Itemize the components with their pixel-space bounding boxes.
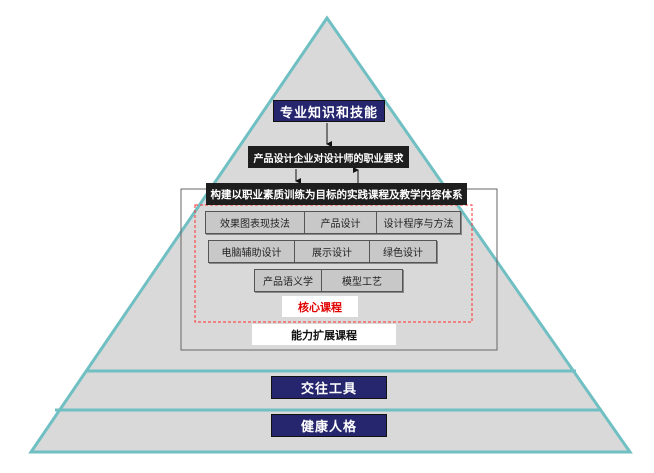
core-row: 电脑辅助设计 展示设计 绿色设计 <box>208 240 437 263</box>
course-cell: 电脑辅助设计 <box>209 241 295 262</box>
core-row: 效果图表现技法 产品设计 设计程序与方法 <box>205 211 461 234</box>
system-box: 构建以职业素质训练为目标的实践课程及教学内容体系 <box>206 183 467 205</box>
course-cell: 效果图表现技法 <box>206 212 305 233</box>
core-course-frame <box>194 204 473 323</box>
course-cell: 展示设计 <box>295 241 370 262</box>
core-row: 产品语义学 模型工艺 <box>254 269 403 292</box>
communication-layer-box: 交往工具 <box>271 376 387 399</box>
personality-layer-box: 健康人格 <box>271 414 387 437</box>
core-course-label: 核心课程 <box>282 296 358 317</box>
extension-course-label: 能力扩展课程 <box>252 324 396 345</box>
requirement-box: 产品设计企业对设计师的职业要求 <box>248 146 409 168</box>
top-box: 专业知识和技能 <box>273 100 385 122</box>
course-cell: 产品设计 <box>305 212 377 233</box>
course-cell: 设计程序与方法 <box>383 219 454 230</box>
course-cell: 模型工艺 <box>342 277 382 288</box>
course-cell: 绿色设计 <box>383 248 423 259</box>
course-cell: 产品语义学 <box>255 270 322 291</box>
